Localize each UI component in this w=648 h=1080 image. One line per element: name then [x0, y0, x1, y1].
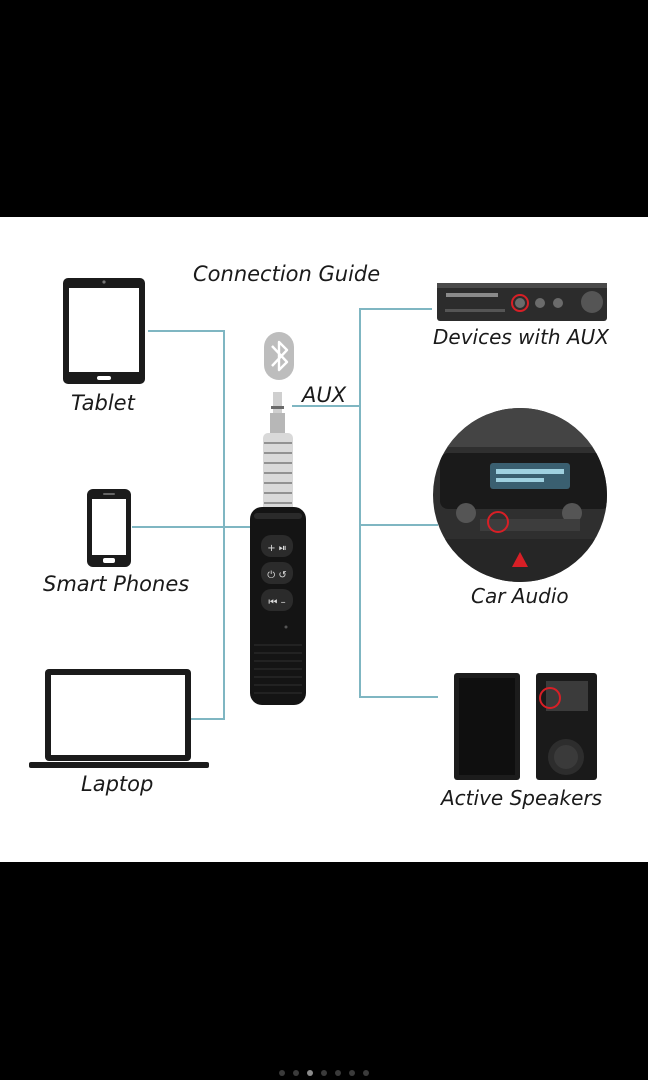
- svg-text:⏮ –: ⏮ –: [268, 597, 285, 608]
- svg-text:⏻ ↺: ⏻ ↺: [267, 570, 286, 581]
- top-black-band: [0, 0, 648, 217]
- carousel-dot[interactable]: [307, 1070, 313, 1076]
- car-audio-label: Car Audio: [471, 584, 569, 608]
- connector-lines: [132, 308, 438, 720]
- bluetooth-icon: [264, 332, 294, 380]
- smart-phones-label: Smart Phones: [43, 572, 190, 596]
- laptop-label: Laptop: [81, 772, 154, 796]
- connector-right: [359, 406, 438, 698]
- connection-diagram: + ⏯ ⏻ ↺ ⏮ –: [29, 278, 607, 780]
- carousel-dot[interactable]: [335, 1070, 341, 1076]
- tablet-label: Tablet: [71, 391, 135, 415]
- connector-left: [148, 330, 225, 720]
- tablet-icon: [63, 278, 145, 384]
- bluetooth-receiver-icon: + ⏯ ⏻ ↺ ⏮ –: [250, 392, 306, 705]
- car-audio-icon: [433, 408, 607, 582]
- active-speakers-label: Active Speakers: [441, 786, 603, 810]
- svg-text:+ ⏯: + ⏯: [267, 543, 287, 554]
- page-title: Connection Guide: [193, 262, 381, 286]
- carousel-dots: [0, 1070, 648, 1080]
- aux-label: AUX: [302, 383, 347, 407]
- bottom-black-band: [0, 862, 648, 1080]
- carousel-dot[interactable]: [279, 1070, 285, 1076]
- laptop-icon: [29, 669, 209, 768]
- devices-with-aux-label: Devices with AUX: [433, 325, 609, 349]
- aux-device-icon: [437, 283, 607, 321]
- carousel-dot[interactable]: [363, 1070, 369, 1076]
- carousel-dot[interactable]: [293, 1070, 299, 1076]
- connector-aux: [292, 308, 432, 407]
- active-speakers-icon: [454, 673, 597, 780]
- smart-phone-icon: [87, 489, 131, 567]
- carousel-dot[interactable]: [321, 1070, 327, 1076]
- carousel-dot[interactable]: [349, 1070, 355, 1076]
